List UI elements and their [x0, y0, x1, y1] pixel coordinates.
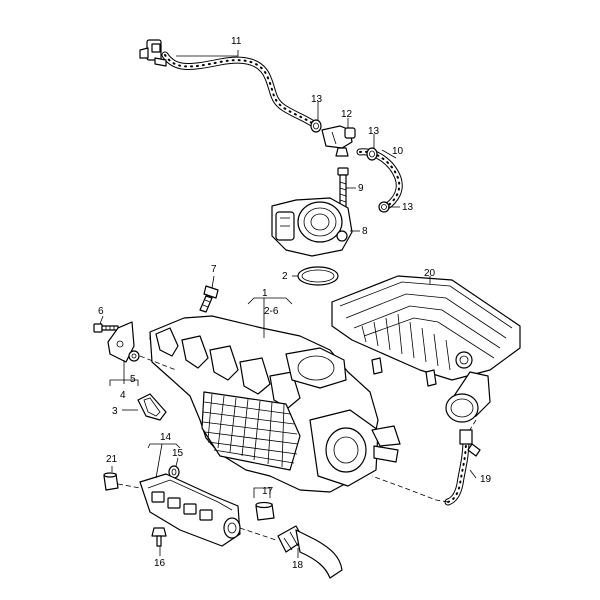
callout-5: 5: [130, 374, 136, 385]
bolt-7: [199, 285, 219, 313]
callout-14: 14: [160, 432, 172, 443]
callout-11: 11: [231, 36, 242, 47]
callout-2-6: 2-6: [264, 306, 279, 317]
callout-2: 2: [282, 271, 288, 282]
gasket-3: [137, 393, 167, 421]
callout-4: 4: [120, 390, 126, 401]
callout-19: 19: [480, 474, 492, 485]
valve-12: [321, 125, 356, 157]
leader-lines: [99, 50, 477, 558]
callout-7: 7: [211, 264, 217, 275]
callout-10: 10: [392, 146, 404, 157]
callout-17: 17: [262, 486, 274, 497]
callout-9: 9: [358, 183, 364, 194]
hose-clamp-13c: [378, 201, 390, 213]
actuator-module-14: [139, 473, 241, 547]
connector-21: [103, 472, 141, 491]
hose-10: [356, 148, 403, 211]
vacuum-hose-19: [371, 429, 481, 506]
callout-1: 1: [262, 288, 268, 299]
hose-clamp-13b: [366, 147, 378, 161]
callout-labels: 11 13 12 13 10 13 9 8 2 20 7 1 2-6 6 5 4…: [98, 36, 492, 571]
callout-3: 3: [112, 406, 118, 417]
o-ring-seal-2: [297, 266, 339, 286]
washer-5: [128, 350, 140, 362]
bolt-16: [151, 527, 167, 547]
callout-12: 12: [341, 109, 353, 120]
bolt-6: [93, 323, 119, 333]
callout-18: 18: [292, 560, 304, 571]
intake-manifold-1: [149, 315, 401, 493]
callout-13: 13: [402, 202, 414, 213]
callout-20: 20: [424, 268, 436, 279]
bracket-4: [107, 321, 135, 363]
hose-18: [239, 525, 343, 579]
callout-13: 13: [311, 94, 323, 105]
callout-13: 13: [368, 126, 380, 137]
throttle-body-8: [271, 197, 353, 257]
pipe-outlet: [445, 371, 491, 437]
callout-16: 16: [154, 558, 166, 569]
callout-21: 21: [106, 454, 118, 465]
plug-17: [255, 501, 275, 521]
breather-hose-11: [139, 39, 319, 129]
hose-clamp-13a: [310, 119, 322, 133]
callout-8: 8: [362, 226, 368, 237]
callout-6: 6: [98, 306, 104, 317]
callout-15: 15: [172, 448, 184, 459]
engine-cover-20: [331, 275, 521, 387]
